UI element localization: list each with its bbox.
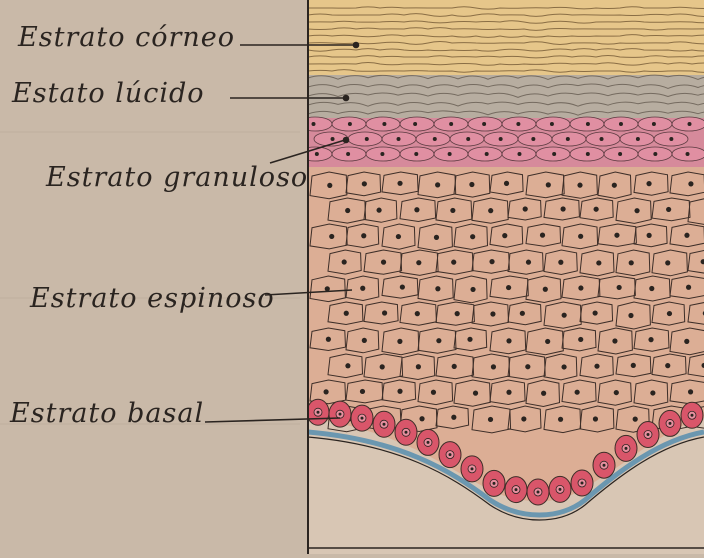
label-estrato-lucido: Estato lúcido <box>12 78 205 109</box>
granuloso-cells <box>298 117 704 161</box>
label-estrato-espinoso: Estrato espinoso <box>30 283 275 314</box>
label-estrato-granuloso: Estrato granuloso <box>46 162 308 193</box>
label-estrato-corneo: Estrato córneo <box>18 22 235 53</box>
label-estrato-basal: Estrato basal <box>10 398 204 429</box>
